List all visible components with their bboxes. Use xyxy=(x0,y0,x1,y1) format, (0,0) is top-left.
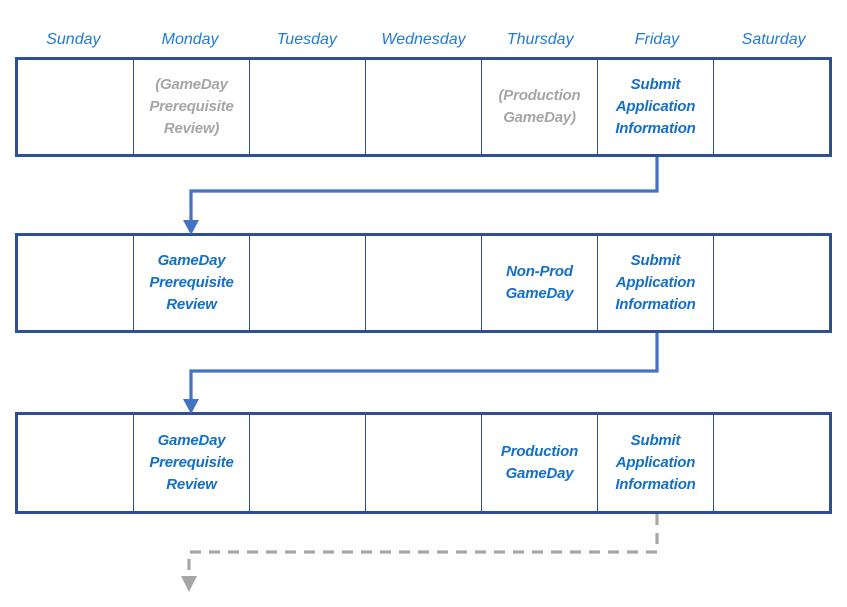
day-header-friday: Friday xyxy=(634,31,680,48)
cell-week2-saturday[interactable] xyxy=(714,236,829,330)
week3-continuation-arrow xyxy=(181,514,659,592)
cell-week1-sunday[interactable] xyxy=(18,60,134,154)
week1-to-week2-arrow xyxy=(183,157,659,235)
cell-label: (Production GameDay) xyxy=(498,87,581,126)
day-header-tuesday: Tuesday xyxy=(276,31,337,48)
week-row-1: (GameDay Prerequisite Review) (Productio… xyxy=(15,57,832,157)
cell-label: Submit Application Information xyxy=(615,76,696,137)
cell-week2-friday[interactable]: Submit Application Information xyxy=(598,236,714,330)
week-row-3: GameDay Prerequisite Review Production G… xyxy=(15,412,832,514)
day-header-thursday: Thursday xyxy=(506,31,574,48)
cell-label: GameDay Prerequisite Review xyxy=(149,252,234,313)
cell-week2-tuesday[interactable] xyxy=(250,236,366,330)
cell-label: (GameDay Prerequisite Review) xyxy=(149,76,234,137)
cell-week3-wednesday[interactable] xyxy=(366,415,482,511)
day-header-wednesday: Wednesday xyxy=(381,31,466,48)
cell-week3-thursday[interactable]: Production GameDay xyxy=(482,415,598,511)
week-row-2: GameDay Prerequisite Review Non-Prod Gam… xyxy=(15,233,832,333)
cell-week1-monday[interactable]: (GameDay Prerequisite Review) xyxy=(134,60,250,154)
cell-week2-thursday[interactable]: Non-Prod GameDay xyxy=(482,236,598,330)
cell-week3-tuesday[interactable] xyxy=(250,415,366,511)
cell-week2-monday[interactable]: GameDay Prerequisite Review xyxy=(134,236,250,330)
cell-week1-thursday[interactable]: (Production GameDay) xyxy=(482,60,598,154)
cell-week3-monday[interactable]: GameDay Prerequisite Review xyxy=(134,415,250,511)
cell-week1-tuesday[interactable] xyxy=(250,60,366,154)
cell-label: Non-Prod GameDay xyxy=(505,263,574,302)
cell-week2-wednesday[interactable] xyxy=(366,236,482,330)
cell-week3-saturday[interactable] xyxy=(714,415,829,511)
cell-label: GameDay Prerequisite Review xyxy=(149,432,234,493)
cell-label: Submit Application Information xyxy=(615,432,696,493)
cell-week1-friday[interactable]: Submit Application Information xyxy=(598,60,714,154)
cell-week1-saturday[interactable] xyxy=(714,60,829,154)
cell-label: Submit Application Information xyxy=(615,252,696,313)
cell-label: Production GameDay xyxy=(500,443,579,482)
day-header-saturday: Saturday xyxy=(741,31,806,48)
cell-week1-wednesday[interactable] xyxy=(366,60,482,154)
cell-week2-sunday[interactable] xyxy=(18,236,134,330)
cell-week3-sunday[interactable] xyxy=(18,415,134,511)
week2-to-week3-arrow xyxy=(183,333,659,414)
day-header-row: Sunday Monday Tuesday Wednesday Thursday… xyxy=(15,26,832,54)
cell-week3-friday[interactable]: Submit Application Information xyxy=(598,415,714,511)
day-header-monday: Monday xyxy=(161,31,219,48)
day-header-sunday: Sunday xyxy=(46,31,101,48)
